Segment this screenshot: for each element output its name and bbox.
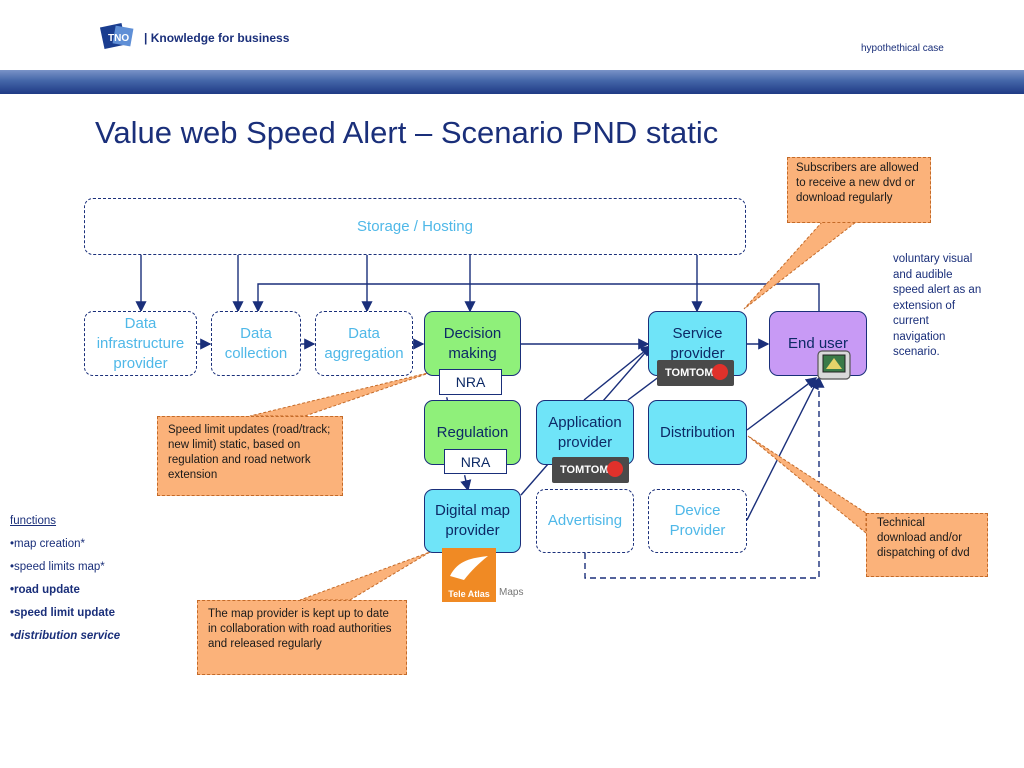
edge-enduser-collection: [252, 283, 820, 313]
digital-map-provider-label: Digital map provider: [434, 502, 511, 539]
decision-making-label: Decision making: [443, 324, 502, 362]
decision-making: Decision making: [424, 311, 521, 376]
tomtom-hands-icon: [607, 461, 623, 477]
callout-wedge-subscribers: [743, 221, 858, 310]
callout-wedge-map-provider: [299, 551, 431, 601]
function-item: •map creation*: [10, 538, 85, 550]
storage-hosting-label: Storage / Hosting: [357, 217, 473, 235]
function-item: •speed limits map*: [10, 561, 105, 573]
distribution-label: Distribution: [659, 423, 736, 441]
scenario-note: voluntary visual and audible speed alert…: [893, 253, 982, 358]
edge-dist-enduser: [746, 377, 818, 431]
data-collection: Data collection: [211, 311, 301, 376]
tagline: | Knowledge for business: [144, 31, 290, 45]
edge-advertising-enduser-dashed: [584, 376, 825, 579]
navigation-device-icon: [817, 350, 851, 380]
edge-app-service: [583, 345, 653, 401]
callout-technical: Technical download and/or dispatching of…: [866, 513, 988, 577]
advertising-label: Advertising: [547, 512, 623, 529]
function-item: •road update: [10, 584, 80, 596]
regulation-label: Regulation: [436, 423, 509, 441]
tomtom-logo-service-text: TOMTOM: [665, 367, 714, 379]
tomtom-logo-application: TOMTOM: [552, 457, 629, 483]
data-collection-label: Data collection: [224, 324, 288, 362]
header-band: [0, 70, 1024, 94]
service-provider-label: Service provider: [670, 324, 725, 362]
functions-list: functions •map creation* •speed limits m…: [10, 510, 120, 648]
advertising: Advertising: [536, 489, 634, 553]
edge-dist-service: [627, 375, 661, 401]
callout-speed-limit: Speed limit updates (road/track; new lim…: [157, 416, 343, 496]
tno-logo: TNO: [100, 22, 134, 50]
page-title: Value web Speed Alert – Scenario PND sta…: [95, 115, 719, 150]
callout-wedge-speed-limit: [249, 371, 433, 417]
nra-tag-decision: NRA: [439, 369, 502, 395]
callout-map-provider: The map provider is kept up to date in c…: [197, 600, 407, 675]
data-infrastructure-provider-label: Data infrastructure provider: [96, 314, 185, 372]
function-item: •speed limit update: [10, 607, 115, 619]
data-infrastructure-provider: Data infrastructure provider: [84, 311, 197, 376]
svg-text:TNO: TNO: [108, 33, 129, 44]
functions-heading: functions: [10, 515, 57, 527]
tomtom-logo-application-text: TOMTOM: [560, 464, 609, 476]
device-provider-label: Device Provider: [669, 502, 726, 539]
storage-hosting: Storage / Hosting: [84, 198, 746, 255]
end-user-label: End user: [787, 334, 849, 352]
function-item: •distribution service: [10, 630, 121, 642]
device-provider: Device Provider: [648, 489, 747, 553]
callout-wedge-technical: [747, 435, 867, 535]
teleatlas-logo: Tele Atlas: [442, 548, 496, 602]
data-aggregation: Data aggregation: [315, 311, 413, 376]
tomtom-logo-service: TOMTOM: [657, 360, 734, 386]
data-aggregation-label: Data aggregation: [324, 324, 404, 362]
callout-subscribers: Subscribers are allowed to receive a new…: [787, 157, 931, 223]
distribution: Distribution: [648, 400, 747, 465]
application-provider-label: Application provider: [548, 413, 622, 451]
teleatlas-logo-text: Tele Atlas: [448, 589, 490, 599]
teleatlas-bird-icon: [450, 556, 488, 580]
application-provider: Application provider: [536, 400, 634, 465]
case-label: hypothethical case: [861, 43, 944, 54]
digital-map-provider: Digital map provider: [424, 489, 521, 553]
tomtom-hands-icon: [712, 364, 728, 380]
edge-device-enduser: [746, 377, 819, 521]
teleatlas-maps-label: Maps: [499, 587, 524, 598]
nra-tag-regulation: NRA: [444, 449, 507, 474]
